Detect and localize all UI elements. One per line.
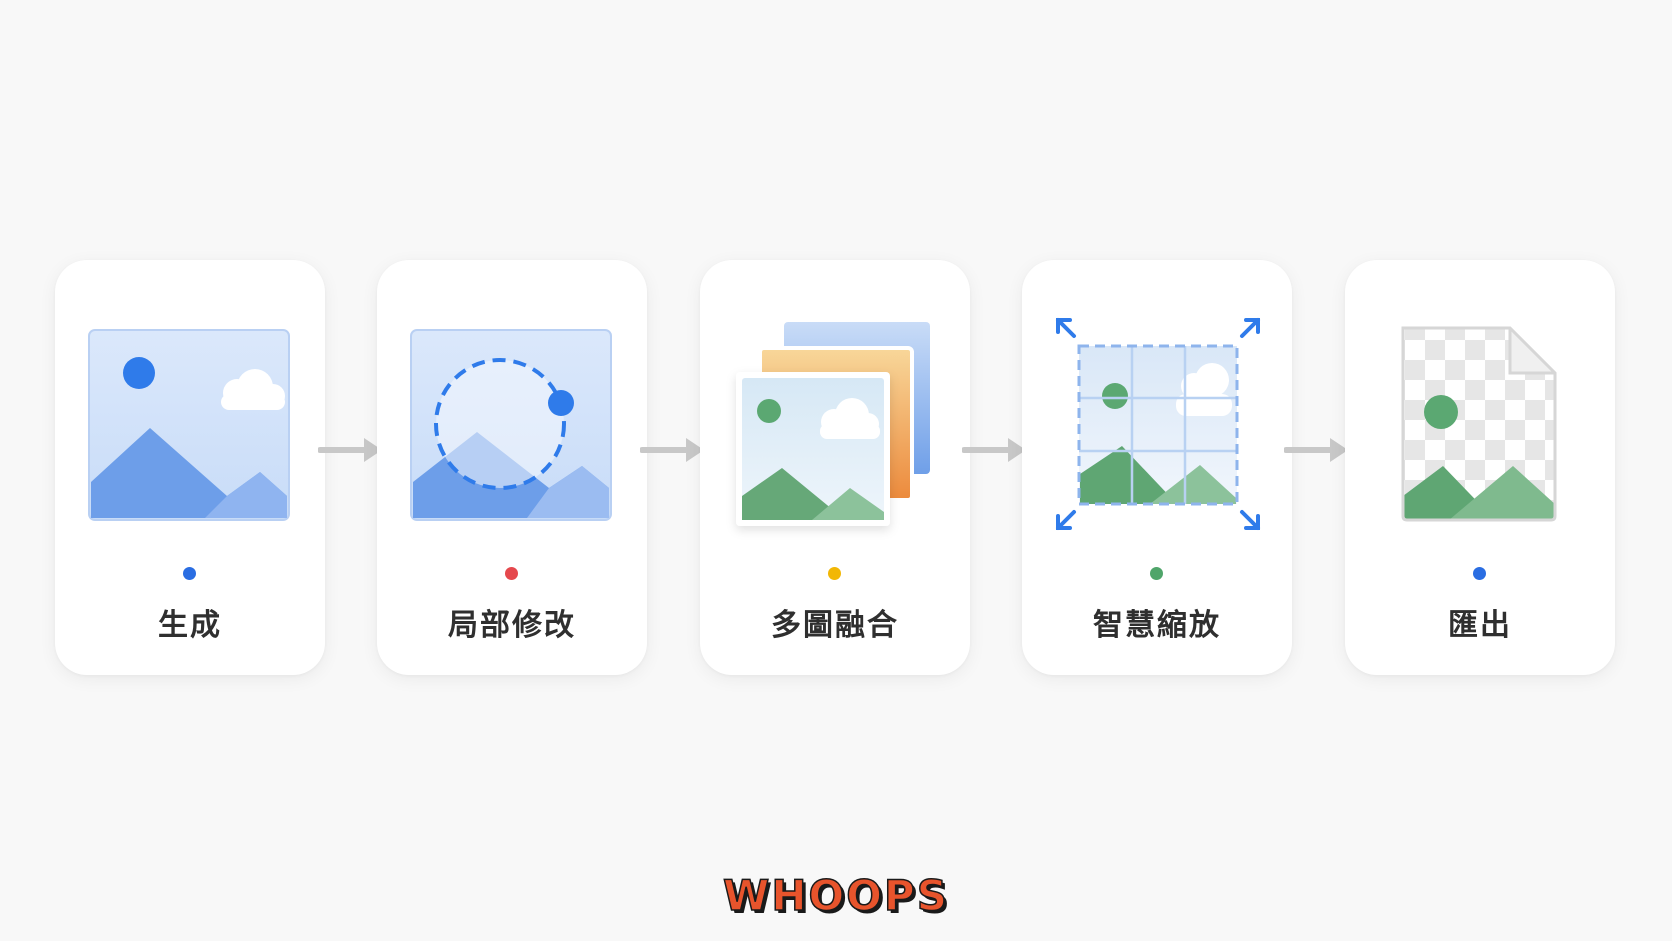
svg-text:WHOOPS: WHOOPS [726, 874, 952, 923]
step-label: 匯出 [1448, 608, 1512, 643]
image-smart-resize-icon [1056, 318, 1260, 530]
step-indicator-dot [505, 567, 518, 580]
step-card-multi-image-merge: 多圖融合 [700, 260, 970, 675]
step-indicator-dot [1150, 567, 1163, 580]
image-region-edit-icon [410, 329, 612, 521]
step-indicator-dot [183, 567, 196, 580]
step-card-local-edit: 局部修改 [377, 260, 647, 675]
image-stack-merge-icon [736, 322, 930, 526]
arrow-right-icon [640, 438, 704, 462]
step-card-generate: 生成 [55, 260, 325, 675]
step-label: 智慧縮放 [1093, 608, 1221, 643]
arrow-right-icon [962, 438, 1026, 462]
step-card-smart-resize: 智慧縮放 [1022, 260, 1292, 675]
arrow-right-icon [1284, 438, 1348, 462]
image-generate-icon [88, 329, 290, 521]
whoops-logo: WHOOPS WHOOPS [722, 870, 952, 923]
svg-text:WHOOPS: WHOOPS [723, 871, 949, 920]
step-indicator-dot [1473, 567, 1486, 580]
arrow-right-icon [318, 438, 382, 462]
step-indicator-dot [828, 567, 841, 580]
step-card-export: 匯出 [1345, 260, 1615, 675]
step-label: 局部修改 [448, 608, 576, 643]
image-export-transparent-icon [1401, 326, 1557, 522]
step-label: 多圖融合 [771, 608, 899, 643]
step-label: 生成 [158, 608, 222, 643]
